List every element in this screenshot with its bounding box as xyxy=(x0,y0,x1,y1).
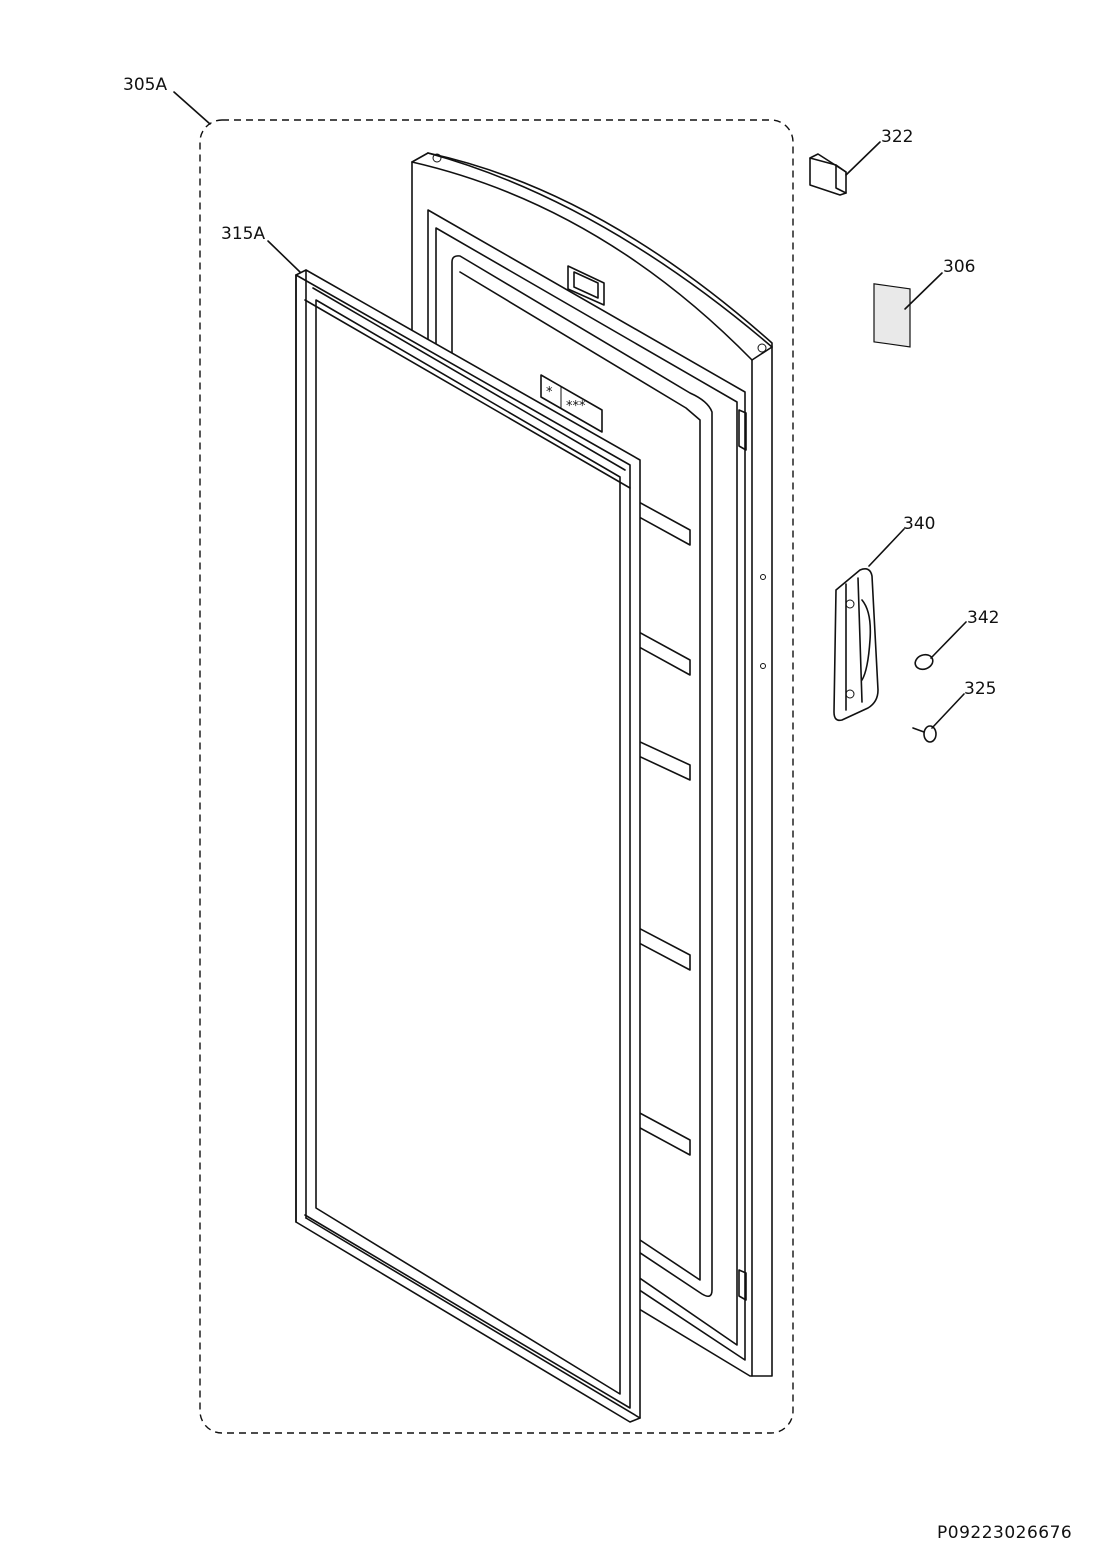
part-325-screw xyxy=(912,725,937,743)
part-342-plug xyxy=(914,653,934,671)
part-306-sticker xyxy=(873,283,911,348)
part-340-handle xyxy=(833,568,879,722)
assembly-boundary xyxy=(199,119,794,1434)
part-322-cap xyxy=(809,153,847,196)
label-342: 342 xyxy=(967,608,999,628)
label-325: 325 xyxy=(964,679,996,699)
drawing-code: P09223026676 xyxy=(937,1523,1072,1543)
label-322: 322 xyxy=(881,127,913,147)
label-305A: 305A xyxy=(123,75,167,95)
label-340: 340 xyxy=(903,514,935,534)
star-symbol-1: * xyxy=(546,385,553,400)
label-315A: 315A xyxy=(221,224,265,244)
label-306: 306 xyxy=(943,257,975,277)
callout-leaders xyxy=(173,91,967,729)
door-gasket xyxy=(295,269,641,1423)
star-symbol-2: *** xyxy=(566,399,586,414)
